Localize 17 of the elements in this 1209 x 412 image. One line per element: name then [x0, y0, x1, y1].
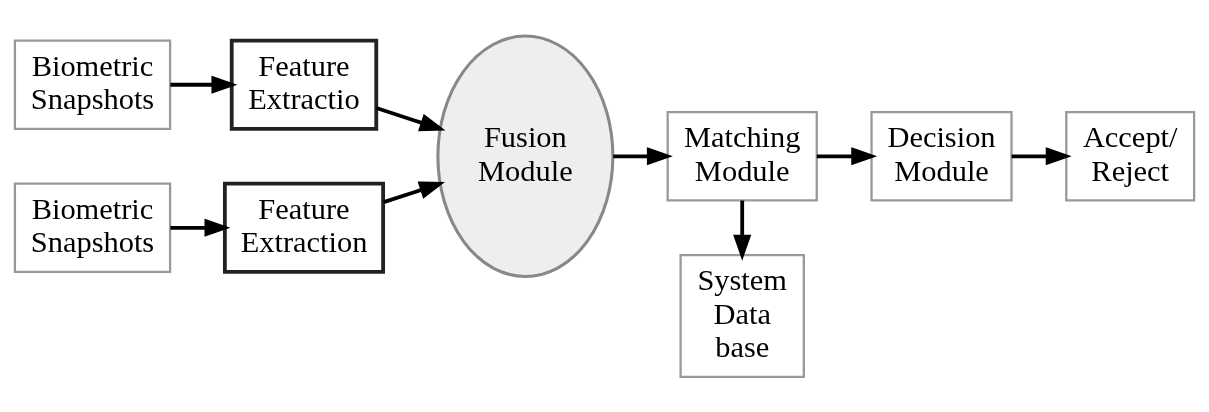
- node-box: Feature Extractio: [229, 38, 379, 131]
- arrow: [1011, 146, 1072, 165]
- node-box: System Data base: [679, 253, 805, 378]
- arrow: [170, 218, 231, 237]
- node-box: Decision Module: [870, 110, 1013, 202]
- node-box: Accept/ Reject: [1065, 110, 1196, 202]
- arrow: [383, 181, 445, 204]
- node-box: Feature Extraction: [222, 181, 385, 274]
- arrow: [170, 75, 238, 94]
- arrow: [816, 146, 878, 165]
- arrow: [375, 105, 446, 131]
- node-ellipse: Fusion Module: [436, 34, 615, 278]
- node-box: Biometric Snapshots: [13, 182, 172, 273]
- arrow: [613, 146, 673, 165]
- arrow: [733, 200, 752, 261]
- node-box: Matching Module: [666, 110, 818, 202]
- node-box: Biometric Snapshots: [13, 39, 172, 130]
